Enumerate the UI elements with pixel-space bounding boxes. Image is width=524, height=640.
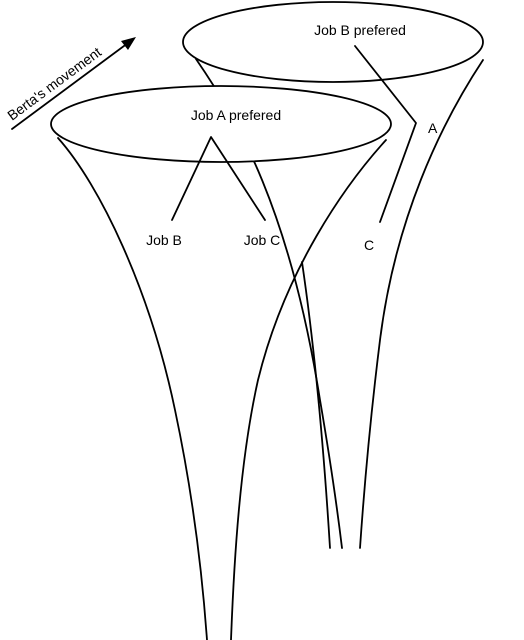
funnel-b-rim xyxy=(182,1,484,83)
funnel-b-branch-bottom: C xyxy=(364,237,374,253)
funnel-b-branch-path xyxy=(354,45,417,223)
funnel-b-branch-top: A xyxy=(428,120,438,136)
funnel-a-branch-left: Job B xyxy=(146,232,182,248)
funnel-a-rim xyxy=(50,85,392,163)
funnel-a-right-wall xyxy=(230,139,387,640)
movement-arrowhead xyxy=(121,37,136,50)
funnel-a-left-wall xyxy=(57,137,208,640)
funnel-b-right-wall xyxy=(359,59,484,549)
funnel-a: Job A prefered Job B Job C xyxy=(50,85,392,640)
funnel-a-title: Job A prefered xyxy=(191,107,281,123)
funnel-a-branch-lines xyxy=(171,136,266,221)
funnel-b-inner-edge xyxy=(301,261,331,549)
movement-arrow xyxy=(11,37,136,130)
funnel-b-title: Job B prefered xyxy=(314,22,406,38)
funnel-b: Job B prefered A C xyxy=(182,1,484,549)
funnel-a-branch-right: Job C xyxy=(244,232,281,248)
